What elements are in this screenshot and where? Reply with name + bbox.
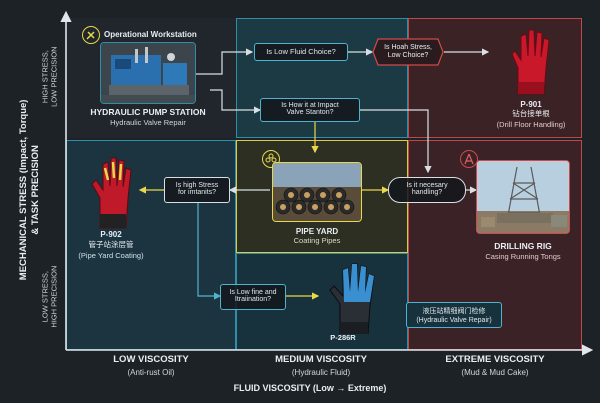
drilling-rig-image <box>476 160 570 234</box>
glove-p286r-code: P-286R <box>318 333 368 343</box>
question-necessary-handling: Is it necesary handling? <box>388 177 466 203</box>
glove-p902-en: (Pipe Yard Coating) <box>78 251 144 260</box>
drilling-rig-title: DRILLING RIG <box>494 241 552 251</box>
question-low-fluid-choice: Is Low Fluid Choice? <box>254 43 348 61</box>
pipe-yard-subtitle: Coating Pipes <box>293 236 341 245</box>
glove-p902-cn: 管子站涂层管 <box>88 240 134 249</box>
column-extreme-label: EXTREME VISCOSITY (Mud & Mud Cake) <box>445 354 545 377</box>
question-high-stress-low-choice: Is Hoah Stress, Low Choice? <box>372 38 444 66</box>
hydraulic-pump-image <box>100 42 196 104</box>
zone-high-extreme <box>408 18 582 138</box>
glove-p286r-image <box>324 258 382 336</box>
x-axis-title: FLUID VISCOSITY (Low → Extreme) <box>233 383 387 393</box>
question-high-stress-imtanits: Is high Stress for imtanits? <box>164 177 230 203</box>
column-low-label: LOW VISCOSITY (Anti-rust Oil) <box>113 354 189 377</box>
workstation-header: Operational Workstation <box>104 30 197 39</box>
workstation-subtitle: Hydraulic Valve Repair <box>110 118 186 127</box>
question-low-fine: Is Low fine and Itraiination? <box>220 284 286 310</box>
workstation-icon <box>82 26 100 44</box>
glove-p902-image <box>86 150 138 230</box>
workstation-title: HYDRAULIC PUMP STATION <box>90 107 206 117</box>
glove-p901-cn: 钻台接单根 <box>512 109 550 118</box>
pipe-yard-title: PIPE YARD <box>295 227 339 236</box>
drilling-rig-icon <box>460 150 478 168</box>
drilling-rig-subtitle: Casing Running Tongs <box>485 252 561 261</box>
column-medium-label: MEDIUM VISCOSITY (Hydraulic Fluid) <box>275 354 367 377</box>
glove-p901-en: (Drill Floor Handling) <box>496 120 566 129</box>
glove-p901-image <box>506 24 556 96</box>
pipe-yard-image <box>272 162 362 222</box>
question-impact-valve: Is How it at Impact Valve Stanton? <box>260 98 360 122</box>
glove-p901-code: P-901 <box>520 100 542 109</box>
glove-p286r-caption: 液压站精细阀门检修 (Hydraulic Valve Repair) <box>406 302 502 328</box>
glove-p902-code: P-902 <box>100 230 122 239</box>
